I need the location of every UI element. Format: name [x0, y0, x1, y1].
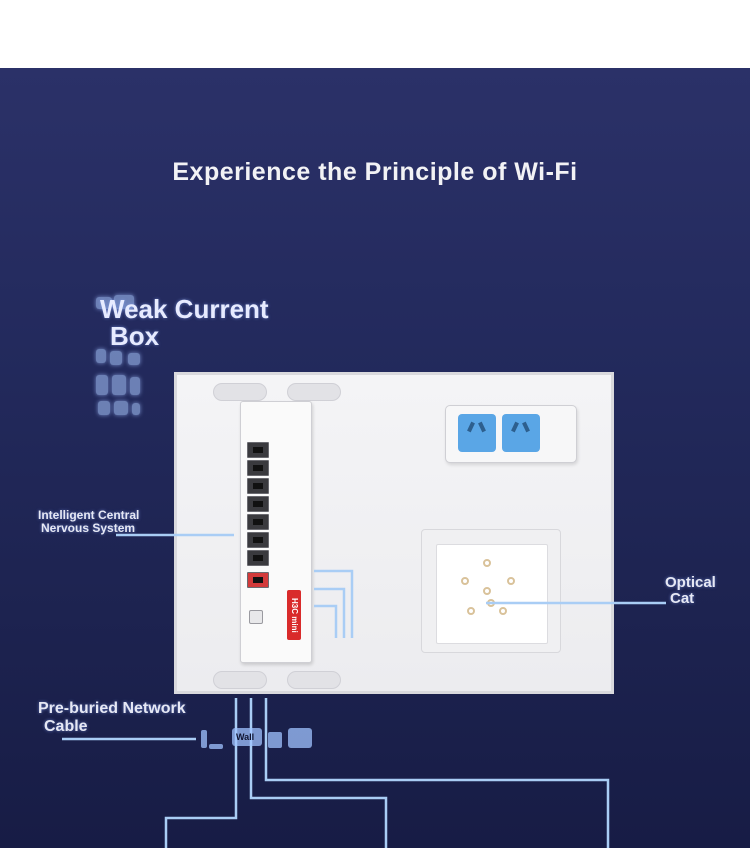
power-strip — [445, 405, 577, 463]
central-system-label: Intelligent Central Nervous System — [38, 509, 139, 535]
page-title: Experience the Principle of Wi-Fi — [172, 158, 578, 186]
wall-label: Wall — [236, 732, 255, 742]
ethernet-port — [247, 442, 269, 458]
power-socket — [458, 414, 496, 452]
wall-plate-marks — [201, 728, 312, 749]
network-cable-label: Pre-buried Network Cable — [38, 700, 186, 736]
ethernet-port — [247, 532, 269, 548]
box-knockout-slot — [213, 383, 267, 401]
optical-cat-label: Optical Cat — [665, 575, 716, 607]
ethernet-port — [247, 460, 269, 476]
router-brand-label: H3C mini — [287, 590, 301, 640]
power-button — [249, 610, 263, 624]
weak-current-box-label: Weak Current Box — [100, 296, 269, 350]
wiring-lines — [62, 533, 666, 848]
optical-label-line1: Optical — [665, 574, 716, 591]
weak-current-label-line2: Box — [110, 321, 160, 351]
box-knockout-slot — [213, 671, 267, 689]
central-label-line2: Nervous System — [41, 521, 136, 535]
power-socket — [502, 414, 540, 452]
router-device: H3C mini — [240, 401, 312, 663]
ethernet-port — [247, 550, 269, 566]
cable-label-line1: Pre-buried Network — [38, 700, 186, 717]
ethernet-port — [247, 496, 269, 512]
central-label-line1: Intelligent Central — [38, 508, 140, 522]
optical-modem-bracket — [421, 529, 561, 653]
ethernet-port — [247, 478, 269, 494]
cable-label-line2: Cable — [44, 718, 88, 735]
ethernet-port — [247, 514, 269, 530]
box-knockout-slot — [287, 671, 341, 689]
diagram-panel: Experience the Principle of Wi-Fi Weak C… — [0, 68, 750, 848]
optical-label-line2: Cat — [670, 590, 695, 607]
wan-port — [247, 572, 269, 588]
weak-current-label-line1: Weak Current — [100, 294, 269, 324]
box-knockout-slot — [287, 383, 341, 401]
weak-current-box: H3C mini — [174, 372, 614, 694]
